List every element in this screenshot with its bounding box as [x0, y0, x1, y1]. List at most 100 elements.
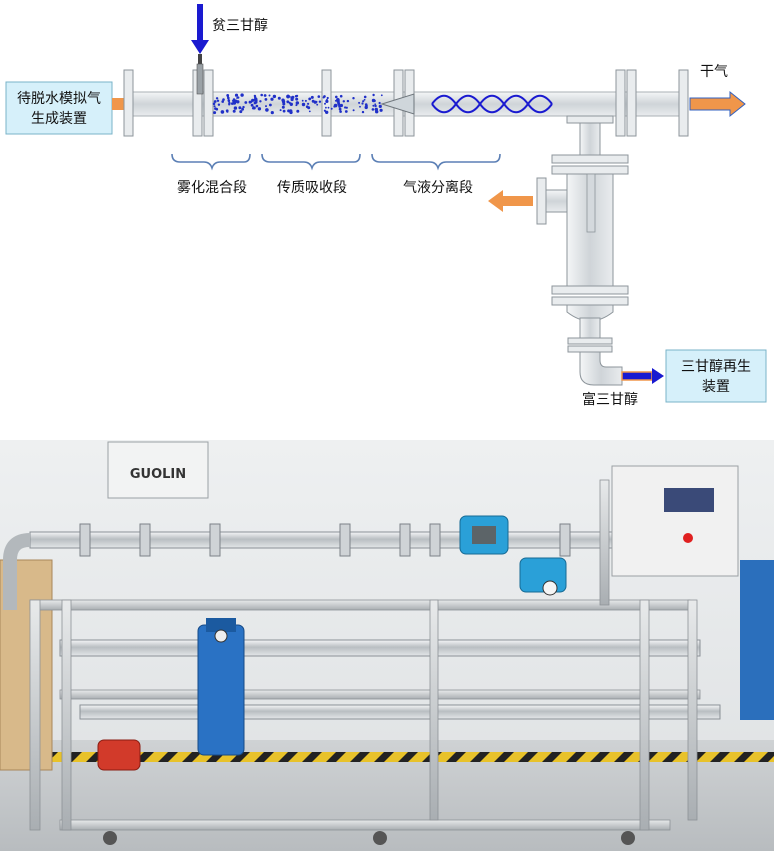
droplet	[233, 106, 238, 110]
droplet	[244, 101, 248, 104]
lean-teg-injector: 贫三甘醇	[191, 4, 268, 95]
droplet	[213, 100, 217, 103]
droplet	[234, 93, 239, 97]
droplet	[264, 98, 268, 101]
droplet	[269, 103, 272, 107]
droplet	[379, 105, 382, 108]
droplet	[361, 102, 364, 105]
droplet	[241, 107, 245, 111]
hazard-stripe	[326, 752, 346, 762]
side-outlet-arrow	[488, 190, 533, 212]
droplet	[362, 100, 365, 103]
droplet	[238, 106, 242, 110]
droplet	[231, 102, 234, 105]
droplet	[250, 101, 253, 103]
hazard-stripe	[230, 752, 250, 762]
droplet	[277, 96, 281, 100]
droplet	[281, 105, 285, 109]
droplet	[287, 109, 291, 113]
brand-label: GUOLIN	[130, 467, 186, 482]
droplet	[316, 103, 319, 106]
droplet	[324, 102, 326, 105]
droplet	[270, 97, 274, 101]
middle-pipe	[59, 639, 701, 657]
droplet	[215, 107, 219, 111]
pipe-flange	[79, 523, 91, 557]
droplet	[326, 96, 329, 100]
inlet-box-line1: 待脱水模拟气	[17, 91, 101, 107]
droplet	[301, 102, 306, 107]
droplet	[308, 97, 312, 101]
droplet	[295, 97, 299, 101]
droplet	[286, 100, 290, 104]
droplet	[346, 99, 350, 103]
upper-pipe	[29, 531, 631, 549]
droplet	[228, 103, 231, 105]
blue-filter	[197, 618, 245, 756]
droplet	[339, 110, 342, 113]
droplet	[296, 101, 299, 105]
droplet	[263, 94, 267, 97]
droplet	[307, 102, 310, 105]
lean-teg-label: 贫三甘醇	[212, 17, 268, 34]
hazard-stripe	[758, 752, 774, 762]
droplet	[371, 98, 376, 103]
pipe-flanges	[79, 523, 571, 557]
droplet	[232, 109, 236, 113]
droplet	[279, 109, 282, 112]
caster-wheels	[103, 831, 635, 845]
droplet	[371, 108, 375, 111]
droplet	[234, 99, 238, 103]
process-schematic: 待脱水模拟气 生成装置 贫三甘醇 干气	[5, 4, 767, 408]
hazard-stripe	[158, 752, 178, 762]
droplet	[337, 103, 341, 106]
inlet-box-line2: 生成装置	[31, 111, 87, 127]
hazard-stripe	[614, 752, 634, 762]
droplet	[372, 104, 375, 107]
droplet	[359, 105, 361, 108]
droplet	[327, 106, 330, 109]
droplet	[330, 107, 333, 110]
swirl-separator	[380, 93, 553, 115]
right-unit	[740, 560, 774, 720]
dry-gas-outlet: 干气	[689, 64, 746, 118]
pipe-flange	[399, 523, 411, 557]
hazard-stripe	[734, 752, 754, 762]
droplet	[239, 110, 243, 114]
droplet	[333, 103, 338, 108]
droplet	[260, 93, 264, 97]
droplet	[375, 110, 378, 113]
droplet	[282, 100, 286, 104]
hazard-stripe	[710, 752, 730, 762]
droplet	[259, 100, 262, 103]
droplet	[363, 95, 367, 99]
droplet	[270, 111, 274, 115]
hazard-stripe	[350, 752, 370, 762]
dry-gas-label: 干气	[700, 64, 728, 80]
pipe-flange	[429, 523, 441, 557]
droplet	[380, 94, 383, 97]
droplet	[325, 99, 329, 103]
droplet	[252, 106, 256, 110]
droplet	[257, 107, 262, 111]
droplet	[372, 93, 375, 97]
section-mass-transfer-label: 传质吸收段	[277, 180, 347, 196]
droplet	[338, 107, 342, 111]
droplet	[374, 104, 377, 108]
hazard-stripe	[398, 752, 418, 762]
droplet	[282, 109, 286, 113]
droplet	[240, 93, 244, 97]
droplet	[254, 98, 258, 103]
droplet	[335, 95, 338, 99]
pipe-flange	[139, 523, 151, 557]
droplet	[379, 108, 383, 112]
droplet	[296, 109, 300, 113]
droplet	[265, 108, 269, 112]
inlet-generator-box: 待脱水模拟气 生成装置	[5, 81, 113, 135]
droplet	[315, 100, 318, 103]
droplet	[272, 94, 277, 99]
droplet	[250, 103, 254, 107]
droplet	[222, 98, 225, 101]
hazard-stripe	[278, 752, 298, 762]
droplet	[237, 96, 240, 99]
